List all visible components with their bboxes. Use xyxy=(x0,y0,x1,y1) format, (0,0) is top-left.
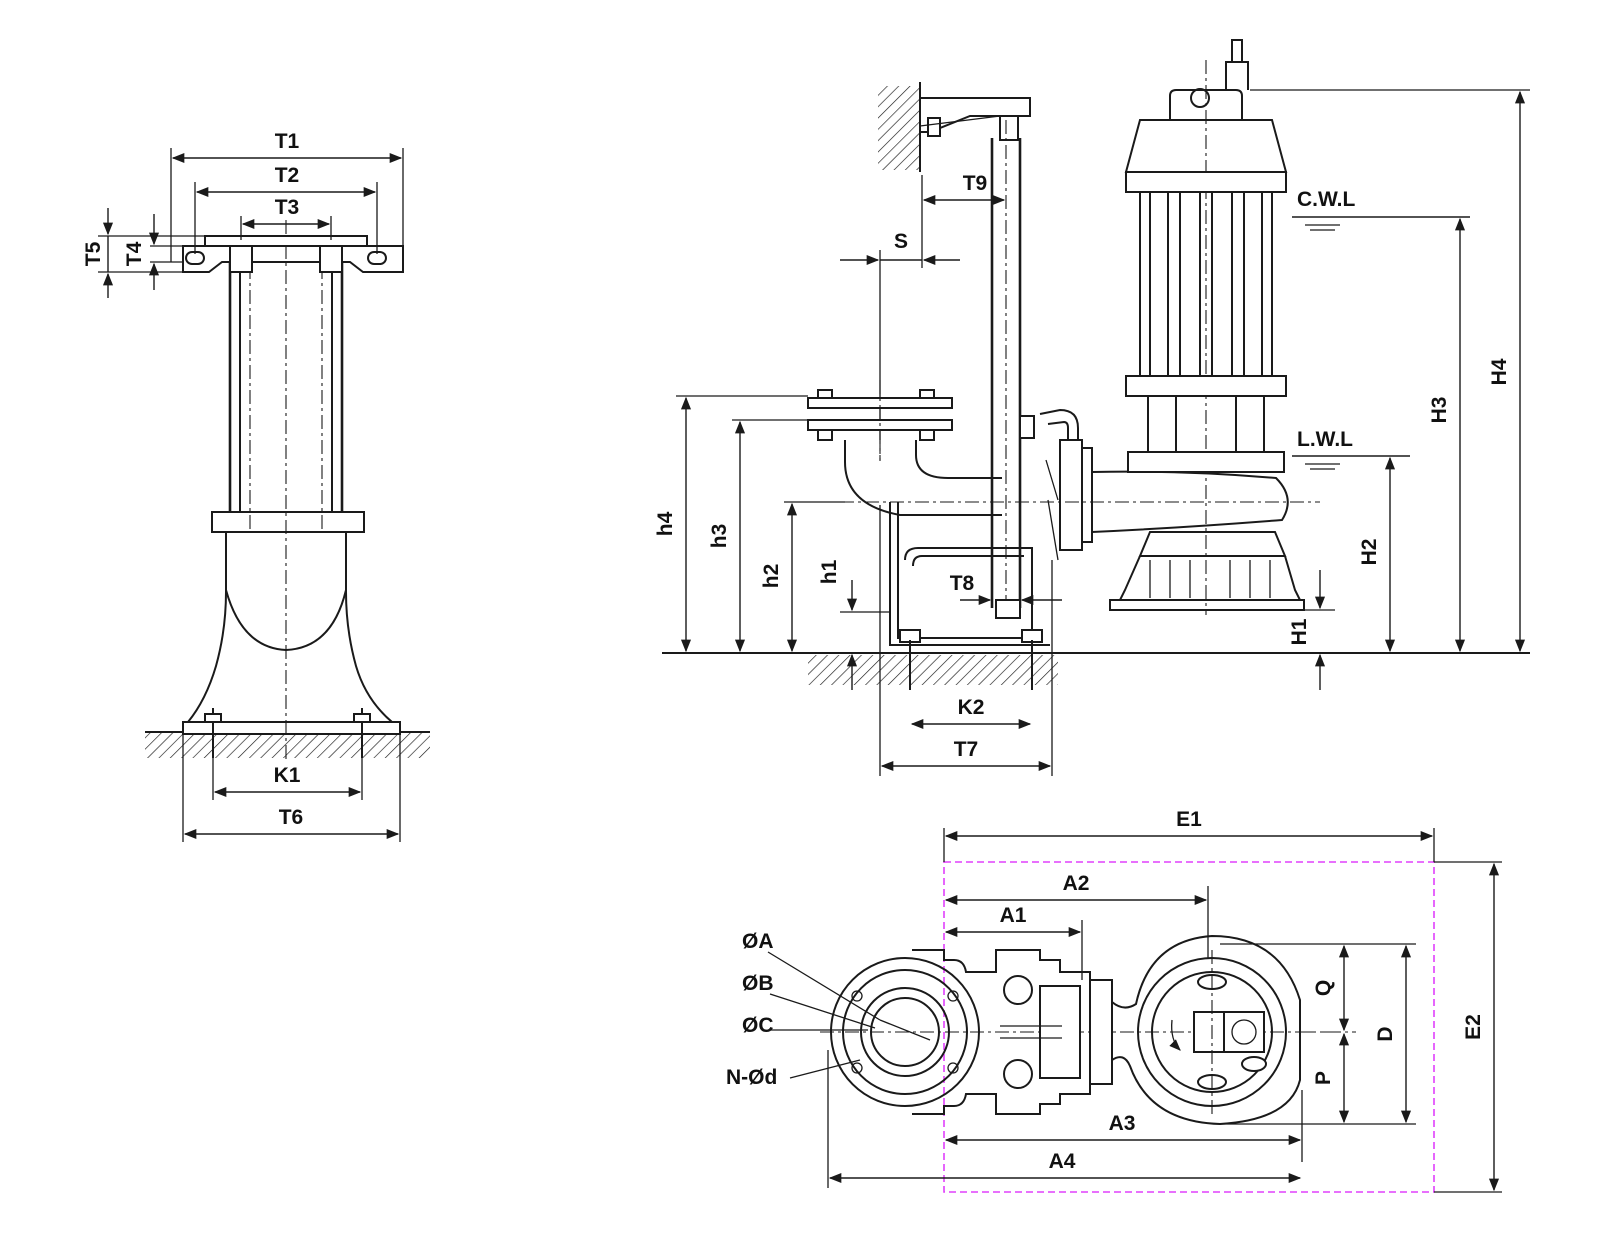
label-T3: T3 xyxy=(275,196,300,219)
ground-hatch-mid xyxy=(808,655,1058,685)
plan-view: E1 E2 A2 A1 A3 A4 D Q P xyxy=(726,808,1502,1193)
label-H2: H2 xyxy=(1358,539,1381,566)
label-A2: A2 xyxy=(1063,872,1090,895)
label-T9: T9 xyxy=(963,172,988,195)
label-E2: E2 xyxy=(1462,1014,1485,1040)
label-OB: ØB xyxy=(742,972,774,995)
base-bolt-right xyxy=(353,708,371,758)
label-h1: h1 xyxy=(818,559,841,584)
ground-hatch-left xyxy=(145,732,430,758)
label-A4: A4 xyxy=(1049,1150,1076,1173)
label-NOd: N-Ød xyxy=(726,1066,777,1089)
label-T8: T8 xyxy=(950,572,975,595)
wall-hatch xyxy=(878,86,920,170)
stand-ribs xyxy=(1149,560,1271,598)
label-Q: Q xyxy=(1312,980,1335,996)
label-h4: h4 xyxy=(654,511,677,536)
label-H4: H4 xyxy=(1488,358,1511,385)
label-CWL: C.W.L xyxy=(1297,188,1355,211)
side-view: T1 T2 T3 T5 T4 K1 T6 xyxy=(82,130,430,842)
label-OA: ØA xyxy=(742,930,774,953)
label-h2: h2 xyxy=(760,564,783,589)
label-T6: T6 xyxy=(279,806,304,829)
base-bolt-left xyxy=(204,708,222,758)
envelope-box xyxy=(943,861,1435,1193)
elevation-view: T9 S xyxy=(654,39,1530,776)
label-OC: ØC xyxy=(742,1014,774,1037)
label-H3: H3 xyxy=(1428,397,1451,424)
label-P: P xyxy=(1312,1071,1335,1085)
label-T7: T7 xyxy=(954,738,979,761)
label-T1: T1 xyxy=(275,130,300,153)
label-E1: E1 xyxy=(1176,808,1202,831)
label-A1: A1 xyxy=(1000,904,1027,927)
motor-ribs xyxy=(1139,192,1273,452)
label-S: S xyxy=(894,230,908,253)
label-K2: K2 xyxy=(958,696,985,719)
label-T2: T2 xyxy=(275,164,300,187)
label-A3: A3 xyxy=(1109,1112,1136,1135)
label-H1: H1 xyxy=(1288,618,1311,645)
label-h3: h3 xyxy=(708,524,731,549)
label-LWL: L.W.L xyxy=(1297,428,1353,451)
label-T4: T4 xyxy=(123,241,146,266)
label-D: D xyxy=(1374,1026,1397,1041)
label-T5: T5 xyxy=(82,241,105,266)
label-K1: K1 xyxy=(274,764,301,787)
